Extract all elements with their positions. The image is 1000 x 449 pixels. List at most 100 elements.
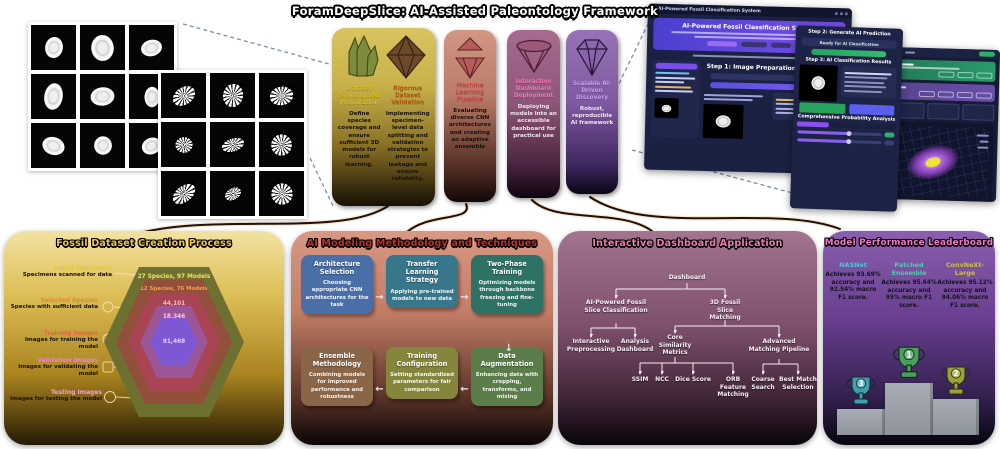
podium-step-2: [933, 399, 979, 435]
fossil-tile: [80, 74, 125, 119]
close-icon: [844, 11, 848, 15]
stage-item: Training Images Images for training the …: [6, 330, 98, 350]
stage-desc: Species with sufficient data: [10, 304, 98, 310]
box-title: Transfer Learning Strategy: [405, 260, 439, 285]
stage-item: Selected Species Species with sufficient…: [6, 297, 98, 311]
export-button: [799, 102, 846, 114]
curve-card3-to-panel3: [531, 199, 653, 232]
segmented-control: [796, 121, 896, 130]
stage-item: Validation Images Images for validating …: [6, 357, 98, 377]
box-title: Architecture Selection: [313, 260, 361, 277]
podium-step-3: [837, 409, 885, 435]
secondary-button: [848, 104, 895, 116]
gem-row: [444, 30, 496, 80]
tab: [741, 41, 768, 48]
hexagon-label: 12 Species, 76 Models: [140, 286, 208, 292]
tree-node-root: Dashboard: [668, 274, 706, 281]
fossil-tile: [210, 73, 255, 118]
arrow-down-icon: ↓: [504, 343, 513, 354]
probability-slider: [797, 129, 895, 138]
fossil-tile: [210, 122, 255, 167]
step2-heading: Step 2: Generate AI Prediction: [808, 29, 891, 38]
model-name: NASNet: [839, 261, 867, 269]
stage-item: Initial Specimens Specimens scanned for …: [6, 265, 112, 279]
trophy-2-icon: 2: [941, 366, 971, 395]
panel-dashboard-tree: Interactive Dashboard Application: [558, 231, 817, 445]
card-body: Evaluating diverse CNN architectures and…: [448, 107, 492, 151]
box-desc: Setting standardized parameters for fair…: [390, 372, 454, 393]
split-gem-icon: [455, 37, 485, 79]
box-desc: Optimizing models through backbone freez…: [478, 280, 536, 308]
fossil-tile: [161, 122, 206, 167]
fossil-tile: [31, 74, 76, 119]
box-title: Ensemble Methodology: [312, 352, 362, 369]
curve-card1-to-panel1: [135, 205, 389, 235]
card-column: Machine Learning Pipeline Evaluating div…: [444, 83, 496, 151]
tab-active: [707, 40, 738, 47]
classify-button: [811, 48, 887, 58]
page-title: ForamDeepSlice: AI-Assisted Paleontology…: [291, 4, 659, 18]
model-desc: Achieves 93.69% accuracy and 92.54% macr…: [825, 272, 881, 301]
rank-number: 3: [858, 379, 863, 388]
box-desc: Enhancing data with cropping, transforms…: [475, 372, 539, 400]
card-column: Scalable AI-Driven Discovery Robust, rep…: [566, 81, 618, 128]
ready-label: Ready for AI Classification: [819, 39, 879, 47]
stage-desc: Specimens scanned for data: [22, 272, 112, 278]
box-title: Training Configuration: [396, 352, 448, 369]
card-column-scoping: Dataset Scoping and Preparation Define s…: [335, 82, 384, 184]
panel-title: Interactive Dashboard Application: [592, 238, 783, 249]
stage-label: Selected Species: [40, 297, 98, 304]
gem-row: [566, 30, 618, 78]
hexagon-label: 44,101: [162, 301, 186, 307]
panel-ai-modeling: AI Modeling Methodology and Techniques A…: [291, 231, 553, 445]
podium-step-1: [885, 383, 933, 435]
box-desc: Applying pre-trained models to new data: [390, 288, 454, 302]
sidebar-line: [655, 85, 691, 89]
hexagon-ring-5: 91,468: [150, 318, 198, 366]
fossil-tile: [129, 25, 174, 70]
hexagon-label: 27 Species, 97 Models: [137, 274, 211, 280]
sidebar-line: [654, 89, 693, 93]
stage-card-dataset: Dataset Scoping and Preparation Define s…: [332, 28, 435, 206]
sidebar-thumbnail: [654, 97, 679, 119]
model-entry: ConvNeXt-Large Achieves 95.12% accuracy …: [937, 261, 993, 310]
screenshot-classification: Step 2: Generate AI Prediction Ready for…: [789, 25, 904, 212]
card-column-validation: Rigorous Dataset Validation Implementing…: [384, 82, 433, 184]
box-desc: Combining models for improved performanc…: [308, 372, 366, 400]
arrow-left-icon: ←: [375, 383, 384, 395]
stage-card-pipeline: Machine Learning Pipeline Evaluating div…: [444, 30, 496, 202]
stage-item: Testing Images Images for testing the mo…: [6, 389, 102, 403]
hexagon-label: 91,468: [162, 339, 186, 345]
tree-node-orb: ORB Feature Matching: [717, 376, 749, 398]
dashed-grid-to-card: [182, 23, 330, 65]
box-desc: Choosing appropriate CNN architectures f…: [305, 280, 369, 308]
panel-leaderboard: Model Performance Leaderboard NASNet Ach…: [823, 231, 995, 445]
tree-node-ssim: SSIM: [631, 376, 649, 383]
tree-node-matching: 3D Fossil Slice Matching: [709, 299, 741, 321]
tree-node-advanced: Advanced Matching Pipeline: [748, 338, 810, 353]
tree-node-preprocessing: Interactive Preprocessing: [566, 338, 616, 353]
card-column: Interactive Dashboard Deployment Deployi…: [507, 79, 560, 140]
fossil-tile: [259, 73, 304, 118]
method-box-ensemble: Ensemble Methodology Combining models fo…: [301, 347, 373, 406]
fossil-tile: [161, 171, 206, 216]
panel-title: Fossil Dataset Creation Process: [56, 238, 232, 249]
fossil-tile: [210, 171, 255, 216]
arrow-right-icon: →: [375, 291, 384, 303]
box-title: Data Augmentation: [480, 352, 534, 369]
model-desc: Achieves 95.64% accuracy and 95% macro F…: [881, 280, 937, 309]
stage-desc: Images for testing the model: [10, 396, 102, 402]
tree-connectors: [558, 283, 817, 445]
flat-diamond-icon: [515, 39, 552, 74]
subtitle-bar: [694, 35, 805, 41]
curve-card2-to-panel2: [405, 203, 468, 234]
curve-card4-to-panel4: [589, 196, 841, 230]
window-title: AI-Powered Fossil Classification System: [657, 6, 761, 14]
tree-node-analysis: Analysis Dashboard: [616, 338, 654, 353]
card-title: Interactive Dashboard Deployment: [513, 79, 554, 100]
dashed-grid-to-card2: [309, 157, 334, 207]
brilliant-diamond-icon: [576, 39, 608, 77]
card-body: Implementing specimen-level data splitti…: [385, 110, 430, 183]
stage-card-dashboard: Interactive Dashboard Deployment Deployi…: [507, 30, 560, 198]
